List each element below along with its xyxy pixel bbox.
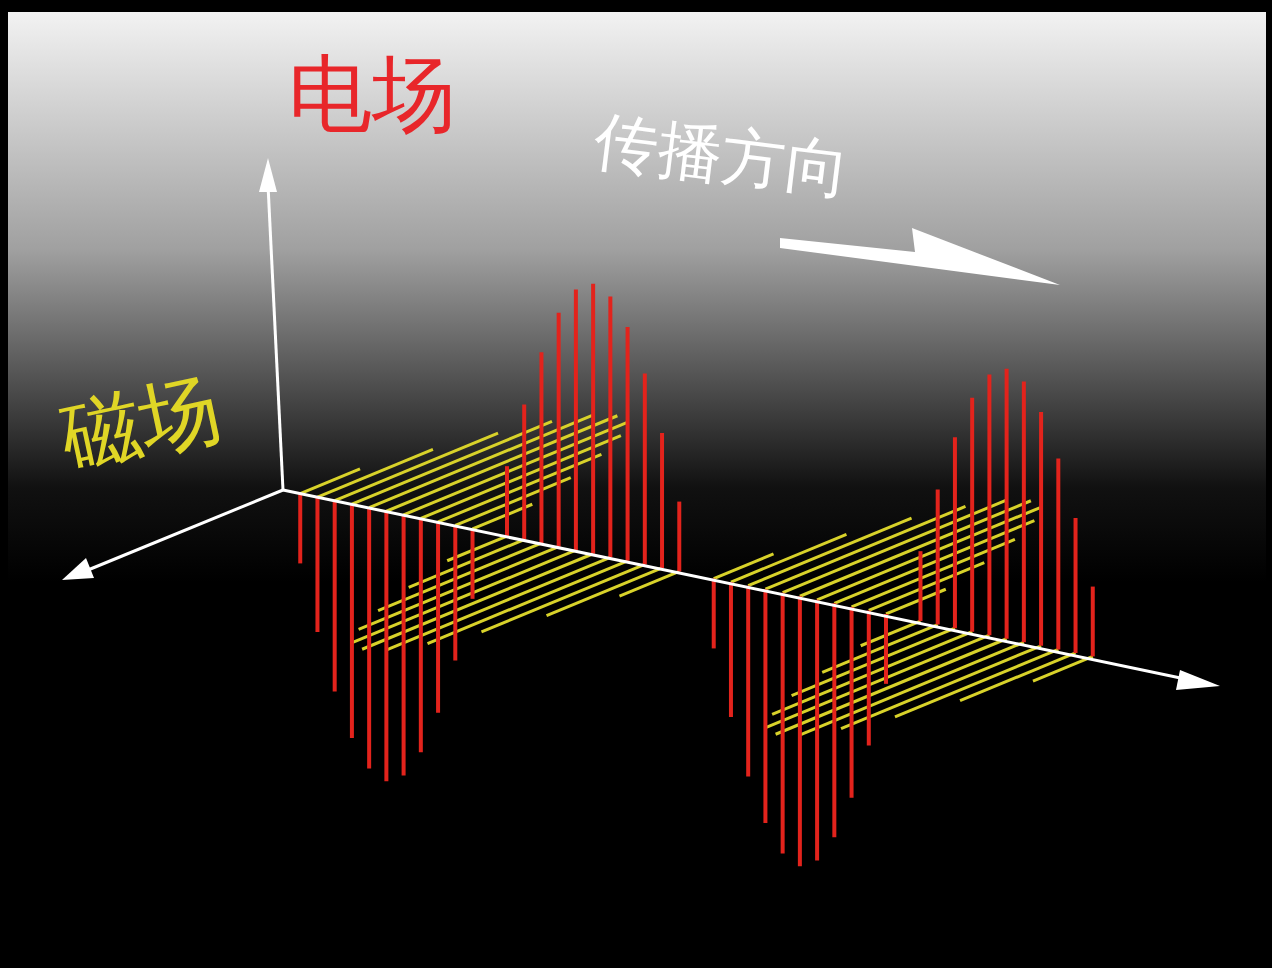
electric-vector: [333, 501, 337, 692]
electric-vector: [660, 433, 664, 568]
electric-vector: [781, 593, 785, 854]
magnetic-vector: [335, 433, 498, 501]
magnetic-vector: [714, 554, 774, 579]
magnetic-axis: [88, 490, 283, 570]
electric-vector: [402, 515, 406, 776]
electric-field-label: 电场: [288, 52, 456, 136]
electric-vector: [1005, 369, 1009, 639]
direction-arrow: [780, 228, 1060, 285]
background: [8, 12, 1266, 962]
electric-vector: [419, 518, 423, 752]
magnetic-vector: [834, 521, 1034, 604]
electric-vector: [436, 522, 440, 713]
magnetic-vector: [619, 571, 679, 596]
magnetic-vector: [765, 506, 965, 589]
axes: [62, 158, 1220, 690]
electric-vector: [574, 289, 578, 550]
magnetic-vector: [428, 561, 628, 644]
magnetic-vector: [455, 478, 571, 526]
electric-vector: [746, 586, 750, 777]
electric-vector: [1074, 518, 1078, 653]
electric-vector: [729, 582, 733, 717]
electric-vector: [350, 504, 354, 738]
electric-vector: [953, 437, 957, 628]
magnetic-vector: [841, 646, 1041, 729]
magnetic-vector: [869, 563, 985, 611]
electric-vector: [298, 494, 302, 564]
electric-vector: [1039, 412, 1043, 646]
electric-vector: [677, 502, 681, 572]
electric-vector: [384, 511, 388, 781]
arrow-head: [62, 558, 94, 580]
electric-axis: [268, 185, 283, 490]
electric-field-lines: [300, 284, 1093, 867]
magnetic-vector: [960, 653, 1075, 701]
electric-vector: [712, 579, 716, 649]
electric-vector: [643, 373, 647, 564]
magnetic-vector: [748, 518, 911, 586]
electric-vector: [539, 352, 543, 543]
magnetic-vector: [352, 421, 552, 504]
electric-vector: [505, 466, 509, 536]
electric-vector: [970, 398, 974, 632]
magnetic-vector: [895, 649, 1058, 717]
electric-vector: [591, 284, 595, 554]
electric-vector: [798, 596, 802, 866]
electric-vector: [315, 497, 319, 632]
magnetic-vector: [1033, 656, 1093, 681]
electric-vector: [867, 610, 871, 745]
magnetic-vector: [547, 568, 663, 616]
magnetic-vector: [772, 632, 972, 715]
electric-vector: [1056, 458, 1060, 649]
electric-vector: [557, 313, 561, 547]
magnetic-vector: [300, 469, 360, 494]
magnetic-vector: [421, 436, 621, 519]
electric-vector: [453, 525, 457, 660]
electric-vector: [918, 551, 922, 621]
electric-vector: [763, 589, 767, 823]
magnetic-vector: [359, 547, 559, 630]
propagation-axis: [283, 490, 1190, 680]
electric-vector: [987, 374, 991, 635]
electric-vector: [832, 603, 836, 837]
electric-vector: [367, 508, 371, 769]
arrow-head: [1176, 670, 1220, 690]
electric-vector: [850, 607, 854, 798]
electric-vector: [522, 405, 526, 540]
electric-vector: [471, 529, 475, 599]
magnetic-vector: [481, 564, 644, 632]
electric-vector: [608, 296, 612, 557]
electric-vector: [1091, 587, 1095, 657]
electric-vector: [626, 327, 630, 561]
arrow-head: [259, 158, 277, 192]
electric-vector: [884, 614, 888, 684]
electric-vector: [1022, 381, 1026, 642]
electric-vector: [815, 600, 819, 861]
electric-vector: [936, 490, 940, 625]
